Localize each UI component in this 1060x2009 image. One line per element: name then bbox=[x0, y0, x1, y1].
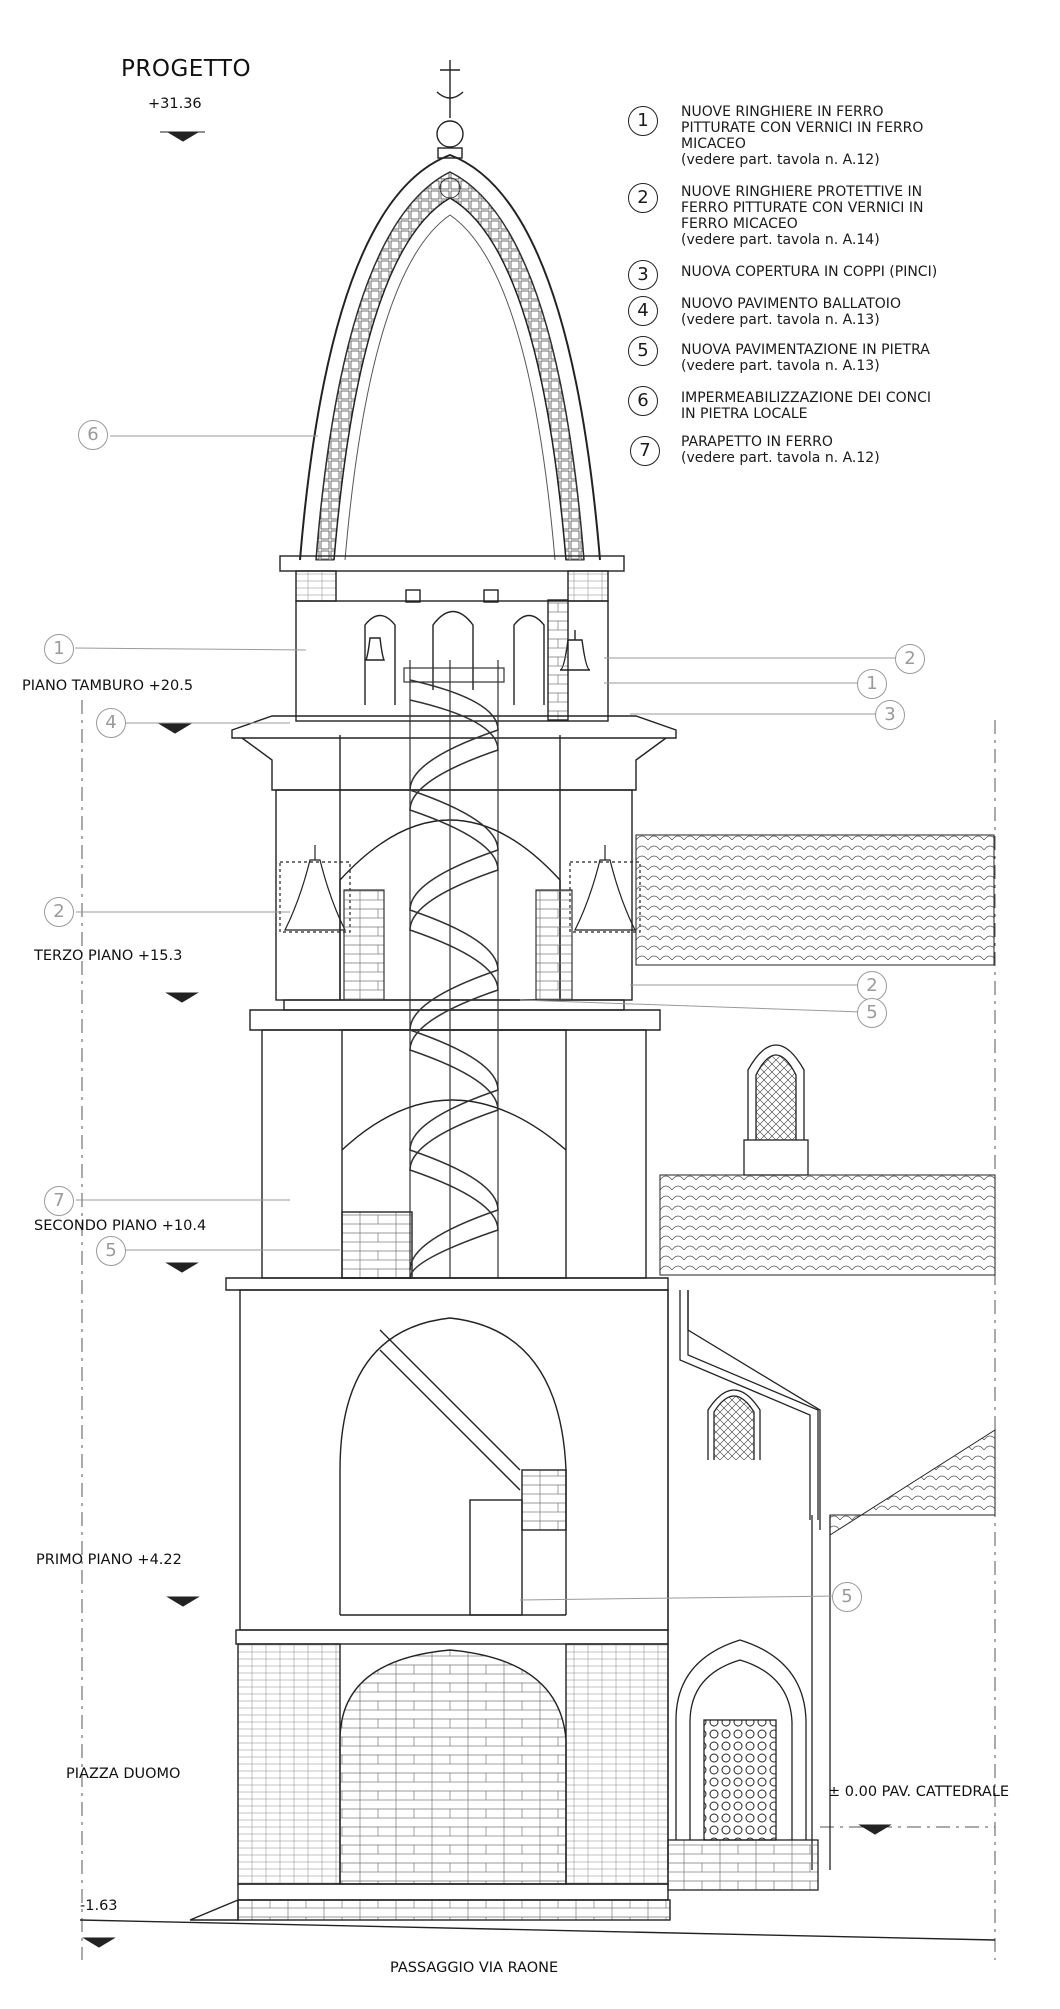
level-primo: PRIMO PIANO +4.22 bbox=[36, 1552, 182, 1568]
cross-finial bbox=[436, 60, 464, 159]
legend-number: 3 bbox=[628, 260, 658, 290]
callout-2-right-mid: 2 bbox=[857, 971, 887, 1001]
legend-item-text: PARAPETTO IN FERRO(vedere part. tavola n… bbox=[681, 434, 880, 466]
gothic-window-lower bbox=[707, 1389, 761, 1460]
spiral-staircase bbox=[343, 660, 573, 1279]
level-secondo: SECONDO PIANO +10.4 bbox=[34, 1218, 207, 1234]
gothic-window-upper bbox=[743, 1044, 809, 1176]
callout-3: 3 bbox=[875, 700, 905, 730]
level-markers bbox=[82, 131, 892, 1948]
level-tamburo: PIANO TAMBURO +20.5 bbox=[22, 678, 194, 694]
third-floor bbox=[249, 999, 661, 1279]
level-cattedrale: ± 0.00 PAV. CATTEDRALE bbox=[828, 1784, 1010, 1800]
legend-item-text: NUOVA PAVIMENTAZIONE IN PIETRA(vedere pa… bbox=[681, 342, 930, 374]
level-passaggio: PASSAGGIO VIA RAONE bbox=[390, 1960, 559, 1976]
ground-line bbox=[79, 1919, 996, 1941]
second-floor bbox=[225, 1277, 669, 1631]
legend-number: 6 bbox=[628, 386, 658, 416]
level-piazza: PIAZZA DUOMO bbox=[66, 1766, 181, 1782]
legend-number: 7 bbox=[630, 436, 660, 466]
callout-2-left: 2 bbox=[44, 897, 74, 927]
tamburo-cornice bbox=[231, 715, 677, 1001]
legend-number: 2 bbox=[628, 183, 658, 213]
callout-5-right-low: 5 bbox=[832, 1582, 862, 1612]
callout-5-right-mid: 5 bbox=[857, 998, 887, 1028]
callout-1-right: 1 bbox=[857, 669, 887, 699]
top-elevation-label: +31.36 bbox=[148, 96, 202, 112]
callout-6: 6 bbox=[78, 420, 108, 450]
callout-7: 7 bbox=[44, 1186, 74, 1216]
ground-floor bbox=[189, 1629, 671, 1921]
level-terzo: TERZO PIANO +15.3 bbox=[34, 948, 183, 964]
legend-item-text: NUOVO PAVIMENTO BALLATOIO(vedere part. t… bbox=[681, 296, 901, 328]
callout-4: 4 bbox=[96, 708, 126, 738]
roof-tiles bbox=[635, 834, 996, 1536]
callout-leaders bbox=[74, 435, 902, 1601]
legend-item-text: NUOVA COPERTURA IN COPPI (PINCI) bbox=[681, 264, 938, 280]
callout-5-left: 5 bbox=[96, 1236, 126, 1266]
callout-2-right-top: 2 bbox=[895, 644, 925, 674]
legend-number: 1 bbox=[628, 106, 658, 136]
legend-number: 4 bbox=[628, 296, 658, 326]
callout-1-left: 1 bbox=[44, 634, 74, 664]
reference-axes bbox=[81, 700, 996, 1960]
drawing-title: PROGETTO bbox=[121, 56, 252, 82]
cathedral-portal bbox=[667, 1639, 819, 1891]
level-base: -1.63 bbox=[80, 1898, 118, 1914]
drainpipe bbox=[679, 1290, 819, 1520]
bell-chamber bbox=[279, 555, 625, 722]
side-bells bbox=[279, 845, 641, 933]
legend-number: 5 bbox=[628, 336, 658, 366]
ogival-spire bbox=[299, 153, 601, 561]
